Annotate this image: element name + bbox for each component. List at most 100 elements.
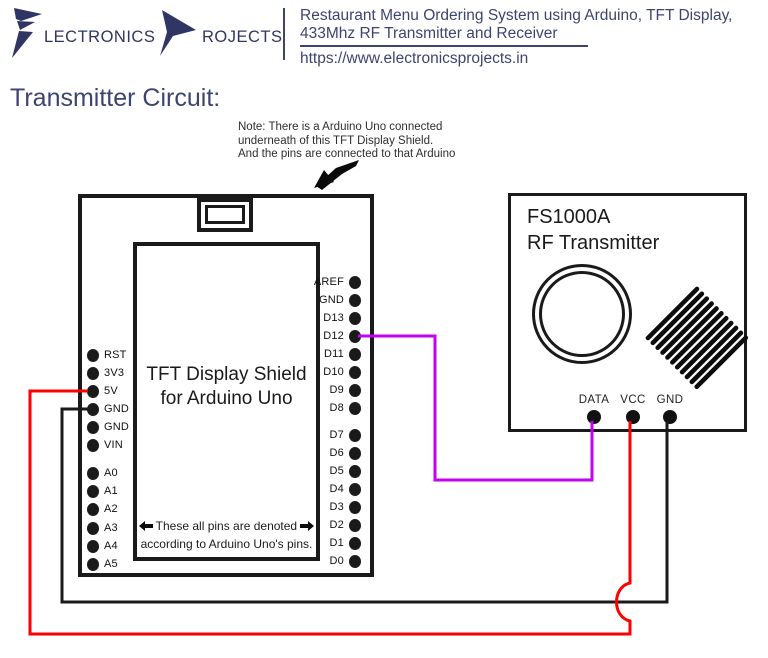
- header-title-line1: Restaurant Menu Ordering System using Ar…: [300, 7, 733, 24]
- pin-label: A5: [104, 558, 118, 570]
- pin-label: A4: [104, 540, 118, 552]
- pin-row-d0: D0: [270, 552, 361, 570]
- header-divider: [283, 8, 285, 60]
- header: LECTRONICS ROJECTS Restaurant Menu Order…: [0, 0, 768, 80]
- pin-dot: [349, 464, 361, 478]
- pin-label: D11: [324, 348, 344, 360]
- electronics-logo-icon: [12, 8, 42, 58]
- tx-pin-label-gnd: GND: [656, 394, 684, 406]
- pin-row-gnd2: GND: [87, 418, 129, 436]
- pin-label: D12: [323, 330, 344, 342]
- pin-row-d10: D10: [270, 363, 361, 381]
- tx-pin-dot-vcc: [626, 410, 640, 424]
- note-pointer-arrow-icon: [314, 160, 359, 190]
- pin-dot: [349, 536, 361, 550]
- pin-label: D0: [329, 555, 344, 567]
- transmitter-type: RF Transmitter: [527, 232, 660, 254]
- pin-label: 3V3: [104, 367, 125, 379]
- pin-row-d4: D4: [270, 480, 361, 498]
- pin-dot: [87, 384, 99, 398]
- antenna-ring-inner: [539, 271, 625, 357]
- shield-title-line1: TFT Display Shield: [146, 364, 307, 385]
- pin-label: D8: [329, 402, 344, 414]
- pin-label: GND: [318, 294, 344, 306]
- pin-label: VIN: [104, 439, 123, 451]
- tx-pin-label-vcc: VCC: [620, 394, 646, 406]
- pin-dot: [87, 521, 99, 535]
- pin-dot: [349, 482, 361, 496]
- pin-row-d8: D8: [270, 399, 361, 417]
- pin-row-d7: D7: [270, 426, 361, 444]
- pin-label: D2: [329, 519, 344, 531]
- pin-dot: [349, 347, 361, 361]
- pin-dot: [87, 484, 99, 498]
- pin-row-a3: A3: [87, 519, 118, 537]
- pin-label: D1: [329, 537, 344, 549]
- note-text: Note: There is a Arduino Uno connected u…: [238, 121, 455, 162]
- pin-row-a2: A2: [87, 500, 118, 518]
- transmitter-name: FS1000A RF Transmitter: [527, 204, 659, 256]
- pin-label: D6: [329, 447, 344, 459]
- pin-row-d6: D6: [270, 444, 361, 462]
- note-line1: Note: There is a Arduino Uno connected: [238, 121, 443, 133]
- header-underline: [300, 45, 588, 47]
- pin-label: A3: [104, 522, 118, 534]
- pin-dot: [349, 401, 361, 415]
- coil-inductor-icon: [645, 286, 749, 390]
- note-line2: underneath of this TFT Display Shield.: [238, 134, 434, 147]
- pin-row-d9: D9: [270, 381, 361, 399]
- pin-label: D4: [329, 483, 344, 495]
- tx-pin-dot-gnd: [663, 410, 677, 424]
- pin-dot: [349, 383, 361, 397]
- pin-row-5v: 5V: [87, 382, 118, 400]
- pin-label: A1: [104, 485, 118, 497]
- transmitter-model: FS1000A: [527, 206, 611, 228]
- pin-row-d2: D2: [270, 516, 361, 534]
- pin-dot: [87, 366, 99, 380]
- pin-row-d1: D1: [270, 534, 361, 552]
- header-url-link[interactable]: https://www.electronicsprojects.in: [300, 50, 529, 67]
- pin-row-rst: RST: [87, 346, 127, 364]
- pin-label: A2: [104, 503, 118, 515]
- pin-label: D9: [329, 384, 344, 396]
- pin-row-a5: A5: [87, 555, 118, 573]
- rf-transmitter-module: FS1000A RF Transmitter DATA VCC GND: [508, 193, 749, 432]
- pin-row-d13: D13: [270, 309, 361, 327]
- pin-dot: [87, 466, 99, 480]
- pin-dot: [349, 275, 361, 289]
- pin-row-d11: D11: [270, 345, 361, 363]
- pin-label: A0: [104, 467, 118, 479]
- pin-dot: [349, 293, 361, 307]
- pin-dot: [349, 500, 361, 514]
- brand-word-electronics: LECTRONICS: [44, 28, 156, 46]
- antenna-ring-icon: [532, 264, 632, 364]
- pin-dot: [349, 446, 361, 460]
- pin-label: AREF: [313, 276, 344, 288]
- pin-row-d5: D5: [270, 462, 361, 480]
- pin-label: GND: [104, 421, 130, 433]
- pin-row-aref: AREF: [270, 273, 361, 291]
- pin-dot: [349, 518, 361, 532]
- pin-row-d12: D12: [270, 327, 361, 345]
- brand-word-projects: ROJECTS: [202, 28, 283, 46]
- pin-label: D7: [329, 429, 344, 441]
- pin-dot: [349, 311, 361, 325]
- tx-pin-dot-data: [587, 410, 601, 424]
- pin-dot: [349, 329, 361, 343]
- pin-dot: [349, 365, 361, 379]
- pin-label: GND: [104, 403, 130, 415]
- pin-dot: [349, 554, 361, 568]
- usb-connector-inner: [205, 205, 245, 224]
- pin-dot: [87, 539, 99, 553]
- pin-row-a4: A4: [87, 537, 118, 555]
- pin-dot: [87, 557, 99, 571]
- pin-dot: [87, 402, 99, 416]
- pin-label: RST: [104, 349, 127, 361]
- pin-label: 5V: [104, 385, 118, 397]
- pin-label: D3: [329, 501, 344, 513]
- pin-dot: [87, 420, 99, 434]
- pin-dot: [87, 502, 99, 516]
- pin-dot: [349, 428, 361, 442]
- pin-row-a1: A1: [87, 482, 118, 500]
